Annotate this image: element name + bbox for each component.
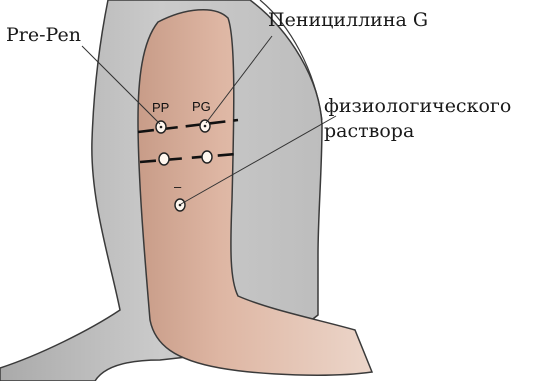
site-mark-pp: PP: [152, 100, 169, 115]
label-saline-line1: физиологического: [324, 95, 511, 117]
label-pre-pen: Pre-Pen: [6, 24, 81, 46]
label-penicillin-g: Пенициллина G: [268, 9, 428, 31]
site-row2-right-marker: [202, 151, 212, 163]
site-mark-pg: PG: [192, 99, 211, 114]
label-saline-line2: раствора: [324, 120, 414, 142]
site-pg-dot: [204, 125, 207, 128]
site-control-dot: [179, 204, 182, 207]
site-mark-control: –: [174, 179, 182, 194]
site-pp-dot: [160, 126, 163, 129]
site-row2-left-marker: [159, 153, 169, 165]
